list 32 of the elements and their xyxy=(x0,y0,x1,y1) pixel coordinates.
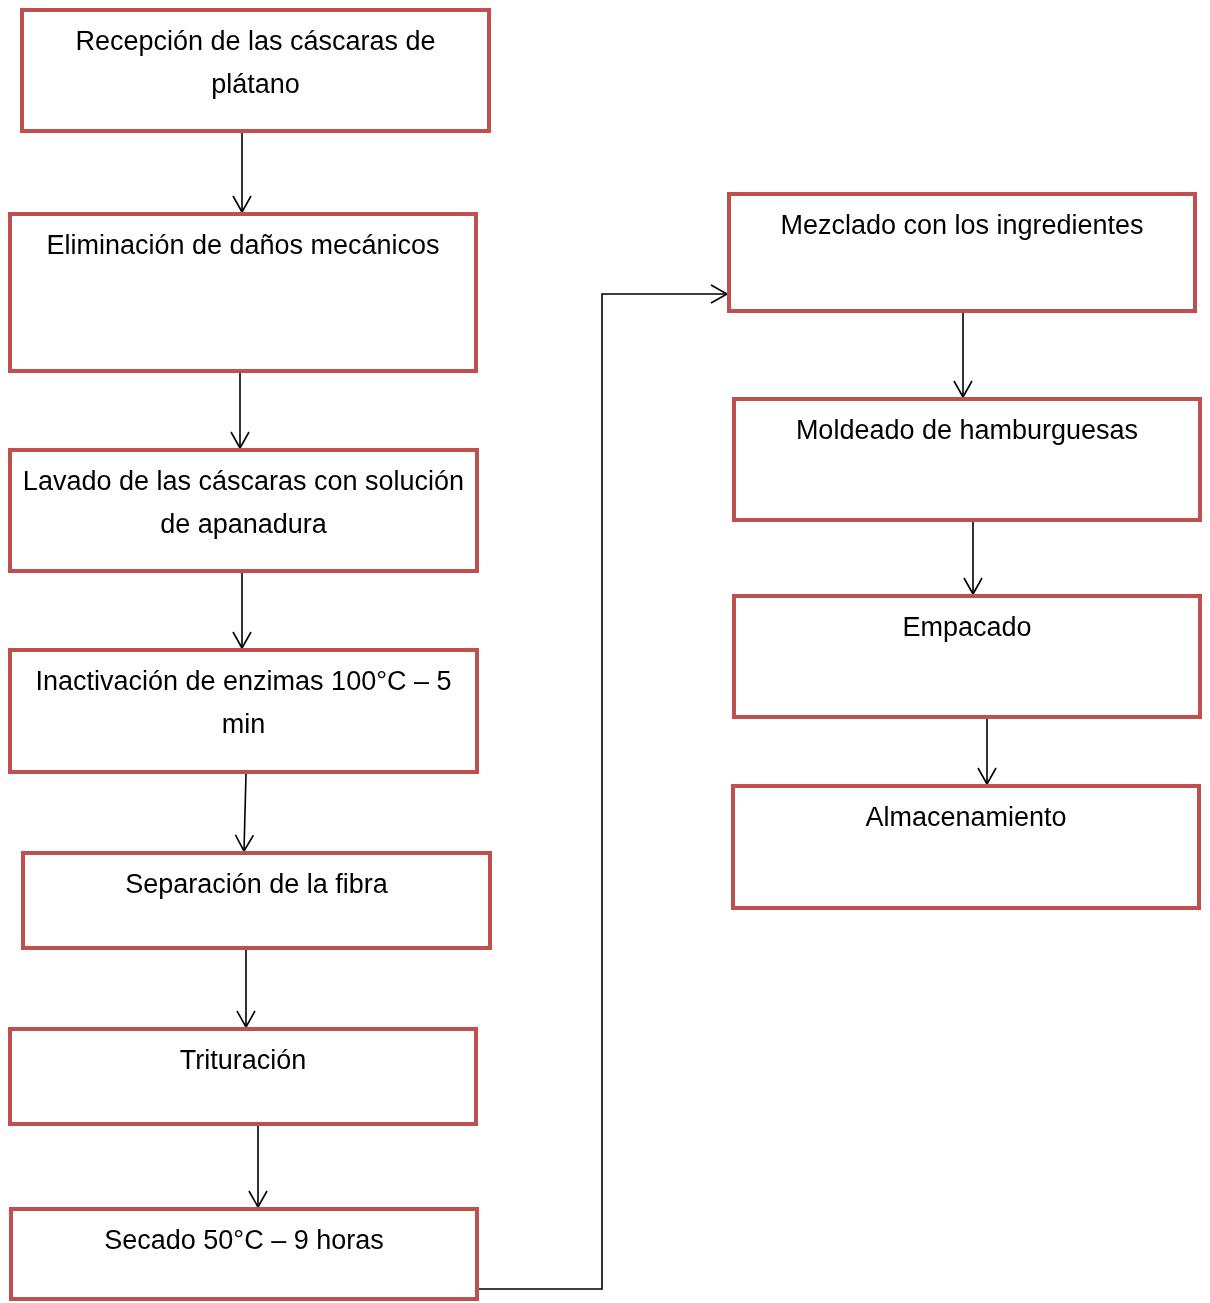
arrow xyxy=(232,132,252,213)
step-label: Eliminación de daños mecánicos xyxy=(45,229,441,262)
arrow xyxy=(963,521,983,595)
process-box xyxy=(9,1207,479,1301)
arrow xyxy=(977,718,997,785)
process-box xyxy=(731,784,1201,910)
step-label: Empacado xyxy=(901,611,1033,644)
arrow xyxy=(232,572,252,649)
step-label: Recepción de las cáscaras de plátano xyxy=(74,25,437,101)
process-box xyxy=(20,8,491,133)
process-box xyxy=(8,1027,478,1126)
arrow xyxy=(236,949,256,1028)
step-label: Inactivación de enzimas 100°C – 5 min xyxy=(34,665,453,741)
step-label: Separación de la fibra xyxy=(124,868,389,901)
process-box xyxy=(8,212,478,373)
arrow xyxy=(230,372,250,449)
arrow xyxy=(248,1125,268,1208)
process-box xyxy=(21,851,492,950)
step-label: Almacenamiento xyxy=(864,801,1068,834)
arrow xyxy=(953,312,973,398)
step-label: Moldeado de hamburguesas xyxy=(794,414,1140,447)
arrow xyxy=(234,773,255,852)
process-box xyxy=(727,192,1197,313)
step-label: Lavado de las cáscaras con solución de apanadura xyxy=(22,465,465,541)
process-box xyxy=(8,448,479,573)
process-box xyxy=(732,397,1202,522)
process-box xyxy=(8,648,479,774)
arrow xyxy=(478,284,728,1290)
step-label: Trituración xyxy=(178,1044,308,1077)
process-box xyxy=(732,594,1202,719)
step-label: Mezclado con los ingredientes xyxy=(779,209,1145,242)
step-label: Secado 50°C – 9 horas xyxy=(103,1224,385,1257)
